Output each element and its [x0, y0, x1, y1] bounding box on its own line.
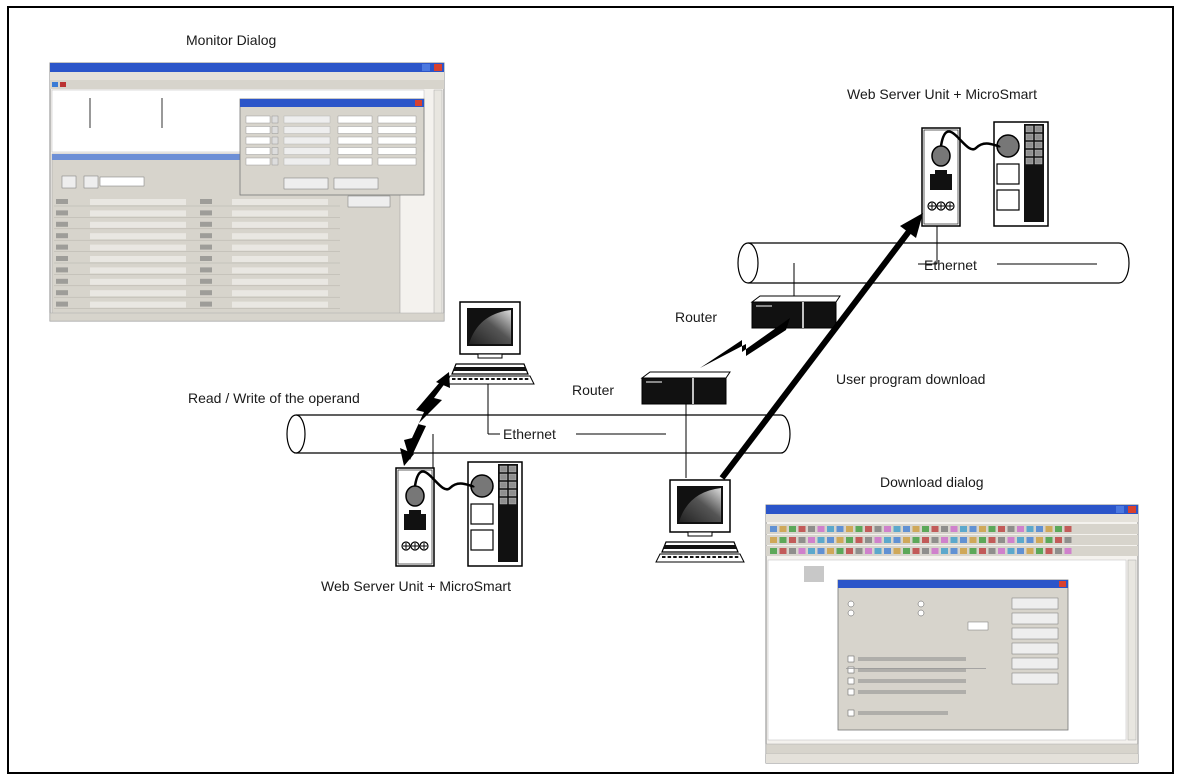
read-write-label: Read / Write of the operand [188, 390, 360, 406]
web-server-top-label: Web Server Unit + MicroSmart [847, 86, 1037, 102]
router-lower-label: Router [572, 382, 614, 398]
monitor-window-close-icon[interactable] [434, 64, 442, 71]
web-server-microsmart-bottom [395, 461, 523, 567]
user-program-download-label: User program download [836, 371, 985, 387]
download-popup-close-icon[interactable] [1059, 581, 1066, 587]
web-server-bottom-label: Web Server Unit + MicroSmart [321, 578, 511, 594]
download-window-titlebar [766, 505, 1138, 514]
ethernet-cable-top [737, 242, 1130, 284]
download-window-close-icon[interactable] [1128, 506, 1136, 513]
computer-icon-upper [445, 301, 535, 385]
router-icon-lower [640, 371, 731, 405]
monitor-inner-popup [239, 98, 425, 196]
monitor-dialog-label: Monitor Dialog [186, 32, 276, 48]
web-server-microsmart-top [921, 121, 1049, 227]
monitor-dialog-screenshot [49, 62, 445, 322]
download-dialog-label: Download dialog [880, 474, 984, 490]
popup-close-icon[interactable] [415, 100, 422, 106]
ethernet-bottom-label: Ethernet [503, 426, 556, 442]
lightning-arrow-icon [700, 318, 790, 368]
computer-icon-lower [655, 479, 745, 563]
ethernet-top-label: Ethernet [924, 257, 977, 273]
download-dialog-screenshot [765, 504, 1139, 764]
download-arrow [719, 228, 913, 480]
router-icon-upper [750, 295, 841, 329]
monitor-window-titlebar [50, 63, 444, 72]
router-upper-label: Router [675, 309, 717, 325]
read-write-arrow [404, 378, 449, 460]
